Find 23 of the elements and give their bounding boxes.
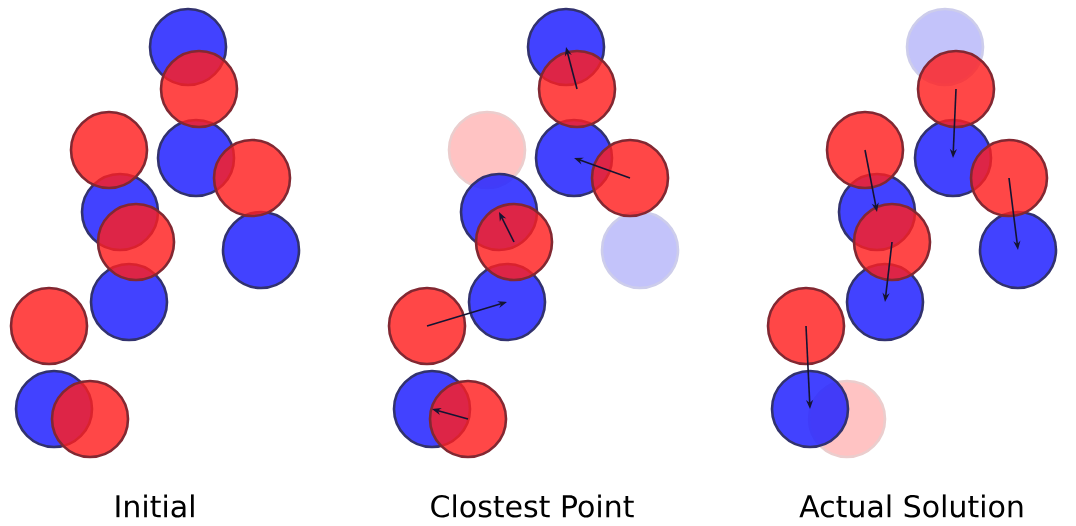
panel-caption: Clostest Point [431, 494, 634, 518]
particle-circle [770, 369, 850, 449]
particle-circle [69, 110, 149, 190]
particle-circle [159, 49, 239, 129]
particle-circle [50, 379, 130, 459]
particle-circle [537, 49, 617, 129]
particle-circle [978, 210, 1058, 290]
particle-circle [916, 49, 996, 129]
particle-circle [766, 286, 846, 366]
panel-caption: Actual Solution [799, 494, 1023, 518]
particle-circle [590, 138, 670, 218]
particle-circle [474, 202, 554, 282]
particle-circle [825, 110, 905, 190]
particle-circle [96, 202, 176, 282]
particle-circle [221, 210, 301, 290]
particle-circle [969, 138, 1049, 218]
ghost-circle [600, 210, 680, 290]
particle-circle [387, 286, 467, 366]
particle-circle [428, 379, 508, 459]
particle-circle [9, 286, 89, 366]
panel-caption: Initial [116, 494, 194, 518]
particle-circle [212, 138, 292, 218]
particle-circle [852, 202, 932, 282]
